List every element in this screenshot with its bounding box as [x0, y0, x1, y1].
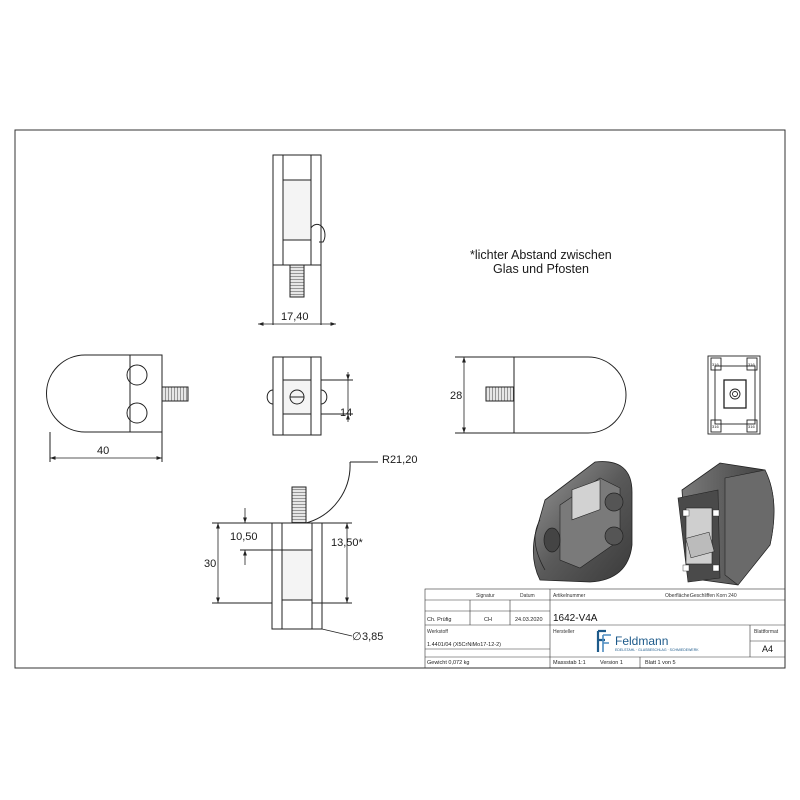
dim-radius: R21,20 [382, 454, 417, 466]
tb-sheet-format-label: Blattformat [754, 629, 779, 635]
tb-manufacturer-label: Hersteller [553, 629, 575, 635]
tb-sheet-format-value: A4 [762, 644, 773, 654]
tb-signature-label: Signatur [476, 593, 495, 599]
tb-weight: Gewicht 0,072 kg [427, 660, 470, 666]
tb-date-label: Datum [520, 593, 535, 599]
tb-article-number: 1642-V4A [553, 613, 598, 624]
tb-article-label: Artikelnummer [553, 593, 586, 599]
dim-front-height: 14 [340, 407, 352, 419]
dim-side-width: 40 [97, 445, 109, 457]
dim-top-width: 17,40 [281, 311, 309, 323]
stamp-br: 316 [748, 424, 755, 429]
back-view [707, 355, 761, 435]
bottom-view [212, 461, 378, 630]
stamp-tl: 316 [712, 362, 719, 367]
tb-material-label: Werkstoff [427, 629, 449, 635]
front-view [266, 356, 353, 436]
tb-version: Version 1 [600, 660, 623, 666]
diameter-symbol: ∅ [352, 631, 362, 643]
dim-gap: 13,50* [331, 537, 364, 549]
tb-scale: Massstab 1:1 [553, 660, 586, 666]
title-block [424, 588, 786, 669]
tb-sheet: Blatt 1 von 5 [645, 660, 676, 666]
dim-line-hole [321, 628, 353, 637]
tb-surface-value: Geschliffen Korn 240 [690, 593, 737, 599]
stamp-bl: 316 [712, 424, 719, 429]
isometric-view-2 [677, 462, 775, 586]
feldmann-logo: Feldmann EDELSTAHL · GLASBESCHLAG · SCHM… [596, 629, 699, 652]
dim-right-height: 28 [450, 390, 462, 402]
dim-hole-diameter: 3,85 [362, 631, 383, 643]
logo-tagline: EDELSTAHL · GLASBESCHLAG · SCHMIEDEWERK [615, 648, 699, 652]
note-line-1: *lichter Abstand zwischen [470, 248, 612, 262]
logo-name: Feldmann [615, 634, 668, 648]
isometric-view-1 [532, 461, 633, 583]
top-view [272, 154, 326, 325]
tb-surface-label: Oberfläche: [665, 593, 691, 599]
side-view-right [455, 356, 627, 434]
sheet-border [14, 129, 786, 669]
dim-total-height: 30 [204, 558, 216, 570]
tb-signature-value: CH [484, 617, 492, 623]
side-view-left [46, 354, 189, 462]
note-line-2: Glas und Pfosten [493, 262, 589, 276]
stamp-tr: 316 [748, 362, 755, 367]
tb-checked-by: Ch. Prüfig [427, 617, 451, 623]
tb-material-value: 1.4401/04 (X5CrNiMo17-12-2) [427, 642, 501, 648]
tb-date-value: 24.03.2020 [515, 617, 543, 623]
dim-upper-offset: 10,50 [230, 531, 258, 543]
